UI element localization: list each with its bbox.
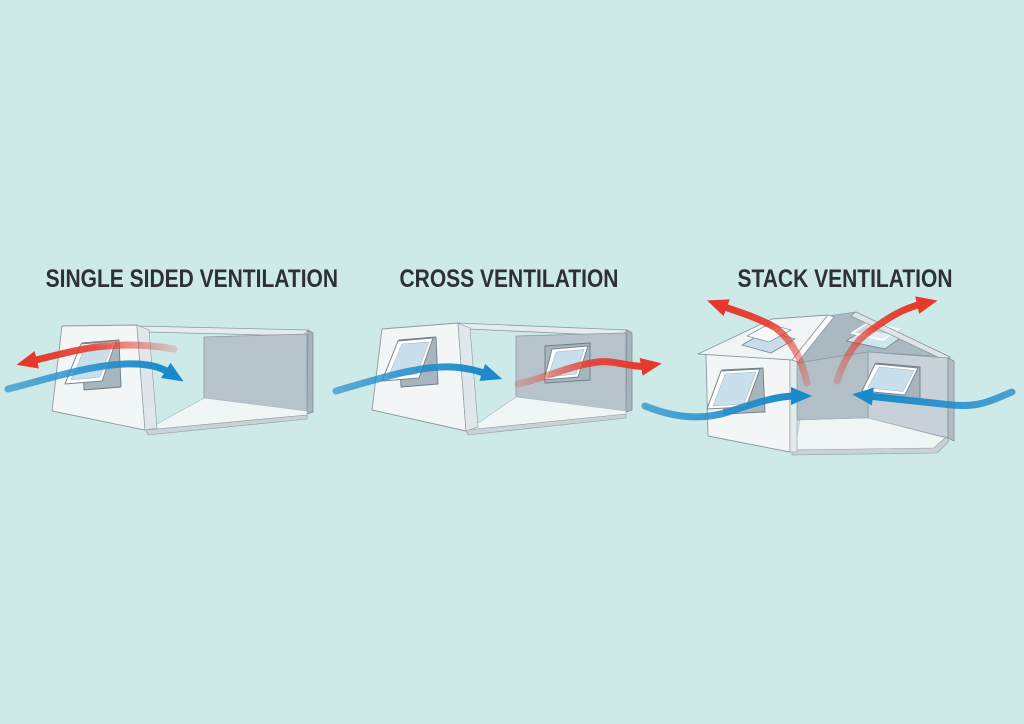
warm-air-out-arrow (514, 357, 662, 388)
opening-jamb (457, 322, 479, 432)
right-wall-edge (625, 329, 633, 413)
floor-front-edge (145, 414, 308, 436)
warm-air-out-arrow (16, 341, 178, 369)
floor-front-edge (465, 413, 627, 436)
warm-air-out-right-arrow (833, 296, 938, 385)
single-sided-house (4, 324, 314, 436)
opening-jamb (136, 324, 158, 431)
stack-house (641, 296, 1016, 456)
cut-wall-edge (789, 358, 798, 453)
right-awning-window (861, 362, 921, 400)
floor-front-edge (791, 436, 950, 456)
right-wall-edge (947, 357, 955, 442)
cool-air-in-arrow (332, 363, 503, 395)
heading-single-sided: SINGLE SIDED VENTILATION (45, 265, 339, 293)
cool-air-in-arrow (4, 360, 184, 393)
awning-window (64, 339, 122, 391)
right-wall-edge (306, 329, 314, 415)
window-glass (867, 366, 915, 392)
heading-stack: STACK VENTILATION (737, 265, 953, 293)
warm-air-out-left-arrow (707, 299, 811, 387)
cool-air-in-left-arrow (641, 387, 812, 421)
cool-air-in-right-arrow (852, 387, 1016, 410)
heading-cross: CROSS VENTILATION (399, 265, 619, 293)
roof-cut-edge (791, 314, 835, 363)
cross-house (332, 322, 662, 436)
